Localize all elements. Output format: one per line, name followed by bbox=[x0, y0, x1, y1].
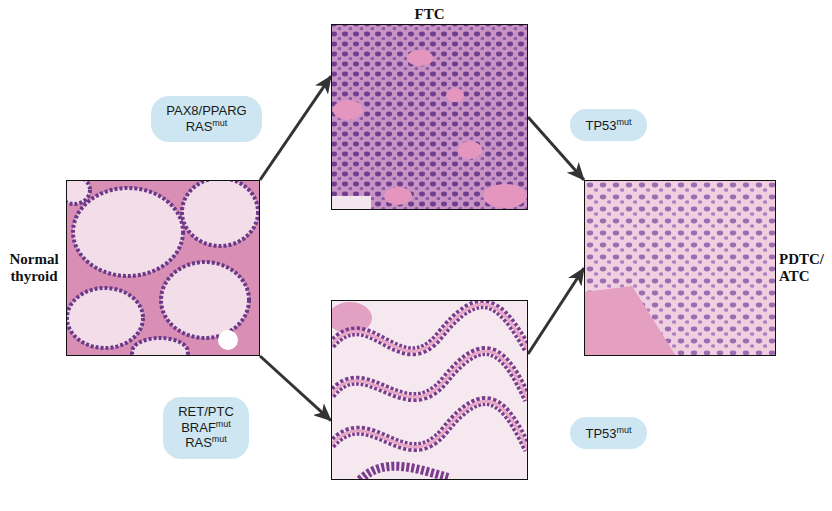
mutation-text: TP53mut bbox=[585, 118, 631, 134]
pill-text-stack: RET/PTC BRAFmut RASmut bbox=[178, 404, 234, 451]
normal-histology bbox=[66, 180, 260, 356]
text-line: RASmut bbox=[166, 119, 246, 135]
histology-panel: PDTC/ ATC bbox=[584, 180, 776, 356]
histology-panel: Normal thyroid bbox=[66, 180, 260, 356]
mutation-text: PAX8/PPARG RASmut bbox=[166, 103, 246, 134]
text-line: PAX8/PPARG bbox=[166, 103, 246, 119]
mutation-text: RET/PTC BRAFmut RASmut bbox=[178, 404, 234, 451]
text-line: TP53mut bbox=[585, 118, 631, 134]
mutation-pill: RET/PTC BRAFmut RASmut bbox=[163, 397, 249, 459]
superscript: mut bbox=[212, 117, 227, 127]
arrow-connector bbox=[260, 76, 331, 180]
arrow-connector bbox=[528, 268, 584, 354]
arrow-connector bbox=[260, 356, 331, 421]
superscript: mut bbox=[617, 117, 632, 127]
superscript: mut bbox=[212, 434, 227, 444]
ptc-histology bbox=[331, 300, 528, 480]
text-line: TP53mut bbox=[585, 426, 631, 442]
mutation-pill: TP53mut bbox=[570, 417, 647, 449]
mutation-pill: PAX8/PPARG RASmut bbox=[151, 96, 262, 142]
pill-text-stack: PAX8/PPARG RASmut bbox=[166, 103, 246, 135]
panel-label: PDTC/ ATC bbox=[779, 251, 827, 286]
atc-histology bbox=[584, 180, 776, 356]
histology-panel bbox=[331, 300, 528, 480]
text-line: RET/PTC bbox=[178, 404, 234, 420]
ftc-histology bbox=[331, 24, 528, 210]
text-line: RASmut bbox=[178, 436, 234, 452]
panel-label: Normal thyroid bbox=[5, 251, 63, 286]
superscript: mut bbox=[216, 419, 231, 429]
superscript: mut bbox=[617, 425, 632, 435]
mutation-pill: TP53mut bbox=[570, 109, 647, 141]
text-line: BRAFmut bbox=[178, 420, 234, 436]
mutation-text: TP53mut bbox=[585, 426, 631, 442]
pill-text-stack: TP53mut bbox=[585, 116, 631, 134]
panel-label: FTC bbox=[332, 6, 527, 23]
histology-panel: FTC bbox=[331, 24, 528, 210]
pill-text-stack: TP53mut bbox=[585, 424, 631, 442]
